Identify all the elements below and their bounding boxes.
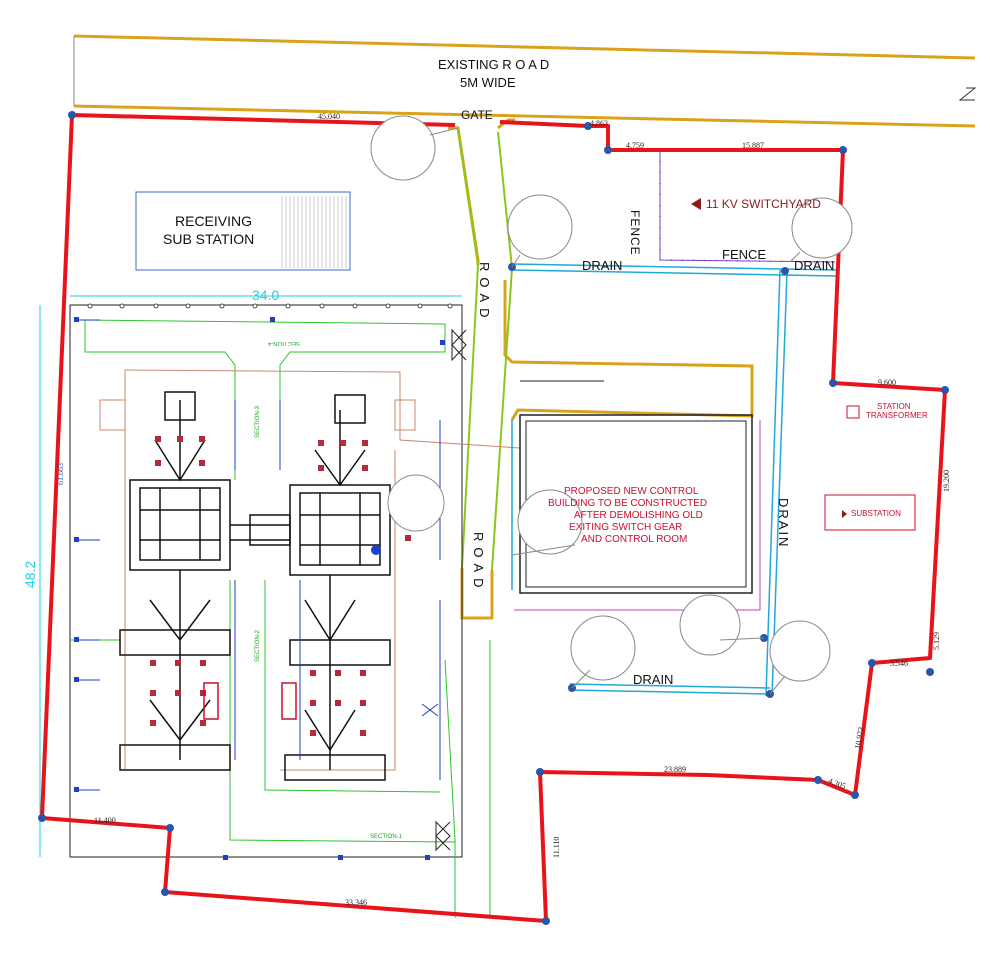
road-vertical-top: ROAD: [477, 262, 492, 324]
control-building-line-4: EXITING SWITCH GEAR: [569, 522, 683, 533]
substation-marker-icon: [842, 510, 847, 518]
road-vertical-bottom: ROAD: [471, 532, 486, 594]
light-pole-markers: [74, 317, 445, 860]
existing-road: [73, 34, 976, 128]
height-dimension: 48.2: [22, 560, 38, 588]
dim-15887: 15.887: [742, 141, 764, 150]
tree-stems: [429, 127, 801, 695]
switchyard-marker-icon: [691, 198, 701, 210]
dim-19200: 19.200: [942, 470, 951, 492]
dim-9600: 9.600: [878, 378, 896, 387]
switchyard-gate-icon: [435, 328, 467, 852]
section-3-label: SECTION-3: [255, 405, 261, 438]
dim-23889: 23.889: [664, 765, 686, 774]
drain-top-label: DRAIN: [582, 258, 623, 273]
light-poles: [74, 319, 441, 791]
switchyard-fence-line: [659, 150, 836, 263]
station-transformer-label-2: TRANSFORMER: [866, 411, 928, 420]
drains: [511, 263, 839, 697]
dim-61663: 61.663: [56, 463, 65, 485]
section-1-label: SECTION-1: [370, 834, 403, 840]
control-building-line-5: AND CONTROL ROOM: [581, 534, 688, 545]
red-callout-boxes: [203, 682, 297, 720]
drain-right-label: DRAIN: [776, 498, 791, 549]
section-2-label: SECTION-2: [255, 629, 261, 662]
drain-bottom-label: DRAIN: [633, 672, 674, 687]
station-transformer-label-1: STATION: [877, 402, 911, 411]
control-building-outer: [519, 414, 753, 594]
switchyard-boundary: [69, 304, 463, 858]
receiving-substation-hatch: [281, 196, 347, 268]
switchyard-11kv-label: 11 KV SWITCHYARD: [706, 197, 821, 211]
switchyard-fence-posts: [87, 303, 453, 309]
width-dimension: 34.0: [252, 287, 280, 303]
station-transformer-box: [846, 405, 860, 419]
dim-4863: 4.863: [590, 119, 608, 128]
fence-label: FENCE: [722, 247, 767, 262]
control-building-line-1: PROPOSED NEW CONTROL: [564, 486, 699, 497]
building-dimension: [514, 420, 761, 611]
light-icon: [421, 703, 439, 717]
break-line-icon: [958, 87, 977, 101]
drain-nodes: [508, 263, 789, 698]
substation-label: SUBSTATION: [851, 509, 901, 518]
gate-label: GATE: [461, 108, 493, 122]
section-4-label: SECTION-4: [268, 340, 301, 346]
boundary-vertices: [38, 111, 949, 925]
dim-5546: 5.546: [890, 659, 908, 668]
dim-11110: 11.110: [552, 836, 561, 858]
dim-45040: 45.040: [318, 112, 340, 121]
cyan-dimensions: [39, 295, 462, 857]
fence-vertical-label: FENCE: [628, 210, 642, 256]
receiving-substation-box: [135, 191, 351, 271]
component-markers: [150, 436, 411, 736]
substation-box: [824, 494, 916, 531]
receiving-substation-label-1: RECEIVING: [175, 213, 253, 229]
dim-11400: 11.400: [94, 816, 116, 825]
dim-5129: 5.129: [932, 632, 941, 650]
control-building-line-3: AFTER DEMOLISHING OLD: [574, 510, 703, 521]
road-width: 5M WIDE: [460, 75, 516, 90]
dim-4759: 4.759: [626, 141, 644, 150]
switchgear-left-bay: [119, 391, 231, 771]
dim-33346: 33.346: [345, 898, 367, 907]
tree-symbols: [370, 115, 853, 682]
control-building-line-2: BUILDING TO BE CONSTRUCTED: [548, 498, 708, 509]
drain-top-right-label: DRAIN: [794, 258, 835, 273]
receiving-substation-label-2: SUB STATION: [163, 231, 255, 247]
road-title: EXISTING R O A D: [438, 57, 550, 72]
switchgear-right-bay: [230, 394, 391, 781]
